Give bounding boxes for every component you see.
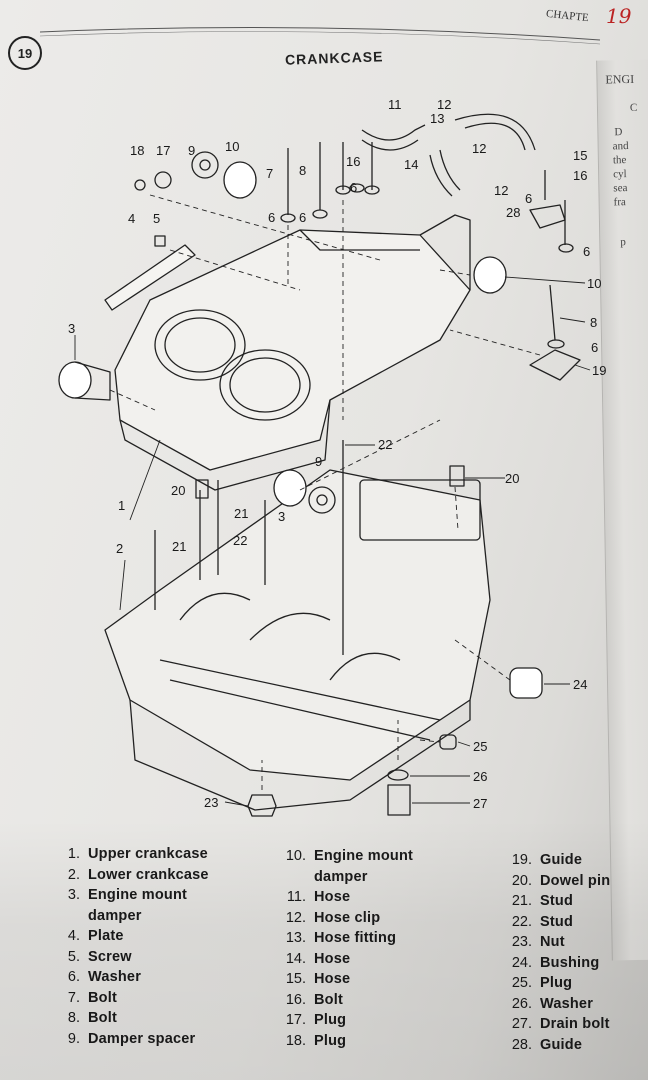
legend-item: 24.Bushing [511,954,600,971]
callout-label: 12 [494,183,508,198]
legend-item: 9.Damper spacer [67,1030,196,1047]
figure-number-badge: 19 [8,36,42,70]
callout-label: 6 [299,210,306,225]
callout-label: 6 [268,210,275,225]
legend-item: 21.Stud [511,893,574,909]
callout-label: 22 [378,437,392,452]
callout-label: 18 [130,143,144,158]
callout-label: 8 [590,315,597,330]
legend-item: 1.Upper crankcase [67,846,208,862]
legend-item: 5.Screw [67,948,132,965]
legend-item: 10.Engine mount [285,848,414,864]
callout-label: 14 [404,157,418,172]
callout-label: 22 [233,533,247,548]
legend-item: 28.Guide [511,1036,583,1053]
callout-label: 6 [525,191,532,206]
legend-item: 7.Bolt [67,989,117,1006]
legend-item: 26.Washer [511,995,594,1012]
legend-item: 12.Hose clip [285,909,381,926]
legend-item: 19.Guide [511,852,583,868]
callout-label: 20 [171,483,185,498]
legend-item: 14.Hose [285,950,351,967]
callout-label: 17 [156,143,170,158]
legend-item: 17.Plug [285,1012,347,1028]
legend-item: 4.Plate [67,928,124,944]
callout-label: 19 [592,363,606,378]
callout-label: 13 [430,111,444,126]
callout-label: 16 [346,154,360,169]
callout-label: 12 [472,141,486,156]
legend-item: 3.Engine mount [67,887,188,903]
handwritten-page-note: 19 [606,4,632,28]
callout-label: 1 [118,498,125,513]
callout-label: 7 [266,166,273,181]
crankcase-exploded-diagram: 1 2 3 3 4 5 6 6 6 6 6 6 7 8 8 9 9 10 10 … [39,27,607,811]
callout-label: 20 [505,471,519,486]
legend-item: 6.Washer [67,969,142,985]
callout-label: 11 [388,97,402,112]
callout-label: 9 [315,454,322,469]
callout-label: 24 [573,677,587,692]
callout-label: 10 [587,276,601,291]
callout-label: 2 [116,541,123,556]
callout-label: 12 [437,97,451,112]
parts-legend-column-2: 10.Engine mount damper 11.Hose 12.Hose c… [282,846,413,1051]
legend-item: 22.Stud [511,913,574,930]
callout-label: 25 [473,739,487,754]
legend-item-continuation: damper [88,907,142,924]
callout-label: 6 [350,180,357,195]
callout-label: 3 [68,321,75,336]
legend-item: 15.Hose [285,971,351,987]
legend-item: 18.Plug [285,1032,347,1049]
callout-label: 27 [473,796,487,811]
legend-item: 20.Dowel pin [511,872,611,889]
callout-label: 21 [234,506,248,521]
callout-label: 28 [506,205,520,220]
legend-item: 25.Plug [511,975,573,991]
callout-label: 9 [188,143,195,158]
legend-item: 27.Drain bolt [511,1016,610,1032]
callout-label: 16 [573,168,587,183]
figure-number: 19 [17,45,33,61]
legend-item: 23.Nut [511,934,565,950]
callout-label: 6 [583,244,590,259]
legend-item: 11.Hose [286,889,351,905]
legend-item: 16.Bolt [285,991,343,1008]
legend-item: 2.Lower crankcase [67,866,209,883]
legend-item-continuation: damper [314,868,368,885]
parts-legend-column-3: 19.Guide 20.Dowel pin 21.Stud 22.Stud 23… [508,850,610,1055]
callout-label: 10 [225,139,239,154]
callout-label: 3 [278,509,285,524]
callout-label: 5 [153,211,160,226]
callout-label: 4 [128,211,135,226]
callout-label: 26 [473,769,487,784]
callout-label: 21 [172,539,186,554]
parts-legend-column-1: 1.Upper crankcase 2.Lower crankcase 3.En… [56,844,209,1049]
callout-label: 8 [299,163,306,178]
callout-label: 23 [204,795,218,810]
legend-item: 8.Bolt [67,1010,117,1026]
callout-label: 6 [591,340,598,355]
callout-label: 15 [573,148,587,163]
legend-item: 13.Hose fitting [285,930,397,946]
